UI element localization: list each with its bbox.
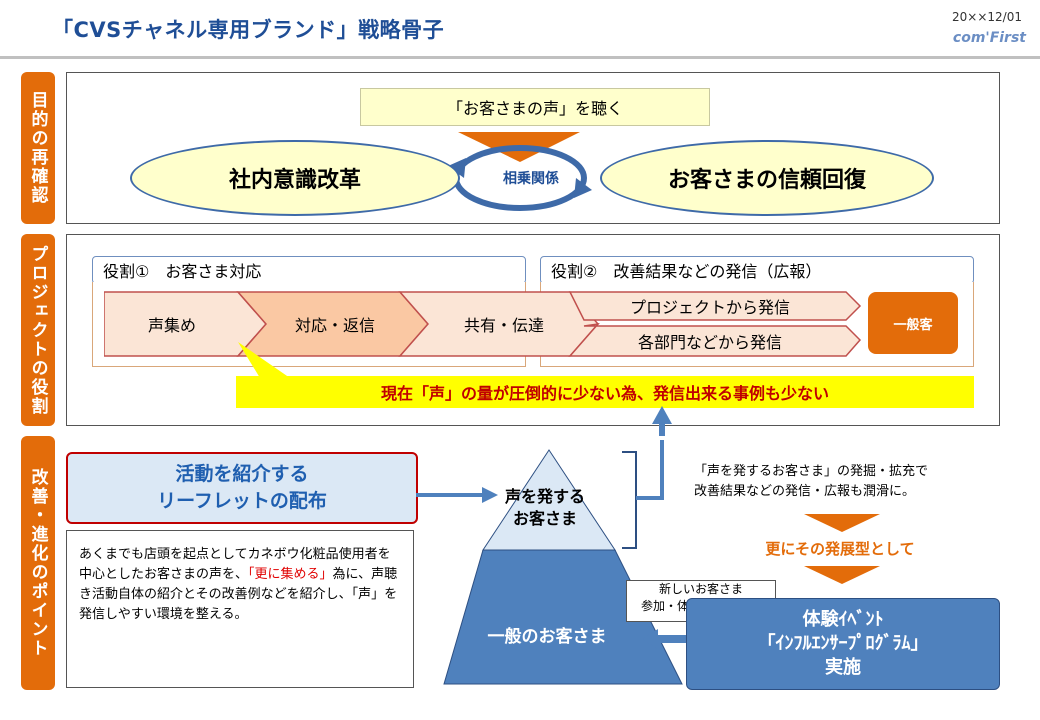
left-arrow-shaft: [656, 635, 688, 643]
up-arrow: [652, 406, 672, 436]
event-left-arrow: [642, 629, 688, 649]
pyramid-top-label: 声を発する お客さま: [470, 486, 620, 531]
role2-header: 役割② 改善結果などの発信（広報）: [540, 256, 974, 284]
description-text-b: 為に、声聴き活動自体の紹介とその改善例などを紹介し、「声」を発信しやすい環境を整…: [79, 567, 398, 623]
step-respond-label: 対応・返信: [294, 316, 375, 335]
experience-event-box: 体験ｲﾍﾞﾝﾄ 「ｲﾝﾌﾙｴﾝｻｰﾌﾟﾛｸﾞﾗﾑ」 実施: [686, 598, 1000, 690]
step-share-label: 共有・伝達: [463, 316, 544, 335]
up-arrow-icon: [652, 406, 672, 424]
ellipse-internal-reform: 社内意識改革: [130, 140, 460, 216]
role1-header: 役割① お客さま対応: [92, 256, 526, 284]
pyramid-top-label-line2: お客さま: [512, 509, 577, 529]
branch-department-shape: [568, 322, 862, 357]
synergy-label: 相乗関係: [503, 171, 559, 187]
pyramid-bracket: [622, 451, 637, 549]
event-line2: 「ｲﾝﾌﾙｴﾝｻｰﾌﾟﾛｸﾞﾗﾑ」: [757, 632, 929, 654]
discovery-note-line1: 「声を発するお客さま」の発掘・拡充で: [694, 464, 929, 479]
section-label-improvement: 改善・進化のポイント: [21, 436, 55, 690]
development-arrows: [804, 514, 880, 584]
page-title: 「CVSチャネル専用ブランド」戦略骨子: [52, 18, 445, 42]
pyramid-bottom-label: 一般のお客さま: [487, 627, 607, 647]
ellipse-trust-recovery: お客さまの信頼回復: [600, 140, 934, 216]
discovery-note: 「声を発するお客さま」の発掘・拡充で 改善結果などの発信・広報も潤滑に。: [694, 462, 1014, 501]
trust-recovery-label: お客さまの信頼回復: [667, 168, 866, 193]
new-customer-line1: 新しいお客さま: [658, 582, 743, 596]
general-customer-box: 一般客: [868, 292, 958, 354]
event-line1: 体験ｲﾍﾞﾝﾄ: [802, 608, 884, 630]
company-logo: com'First: [952, 30, 1026, 46]
branch-project-label: プロジェクトから発信: [629, 298, 790, 317]
process-flow: [104, 291, 862, 357]
pyramid-top-label-line1: 声を発する: [504, 487, 585, 506]
customer-pyramid: [416, 440, 683, 685]
down-arrow-icon-1: [804, 514, 880, 532]
down-arrow-icon-2: [804, 566, 880, 584]
event-line3: 実施: [825, 657, 861, 679]
up-arrow-shaft: [659, 422, 665, 436]
discovery-note-line2: 改善結果などの発信・広報も潤滑に。: [694, 483, 916, 499]
leaflet-box: 活動を紹介する リーフレットの配布: [66, 452, 418, 524]
listen-box: 「お客さまの声」を聴く: [360, 88, 710, 126]
leaflet-line1: 活動を紹介する: [175, 463, 309, 486]
internal-reform-label: 社内意識改革: [228, 168, 361, 193]
description-text-highlight: 「更に集める」: [248, 567, 333, 583]
section-label-purpose: 目的の再確認: [21, 72, 55, 224]
leaflet-arrow-icon: [482, 487, 498, 503]
cycle-arrowhead-left-icon: [448, 158, 466, 178]
banner-pointer: [238, 342, 290, 378]
cycle-arrowhead-right-icon: [574, 178, 592, 198]
section-label-project-role: プロジェクトの役割: [21, 234, 55, 426]
leaflet-line2: リーフレットの配布: [157, 490, 327, 512]
up-connector: [636, 440, 664, 500]
step-voice-label: 声集め: [147, 316, 196, 335]
branch-project-shape: [568, 291, 862, 321]
pyramid-bottom: [443, 549, 683, 685]
description-box: あくまでも店頭を起点としてカネボウ化粧品使用者を中心としたお客さまの声を、「更に…: [66, 530, 414, 688]
date-label: 20××12/01: [952, 10, 1022, 24]
description-text-a: あくまでも店頭を起点としてカネボウ化粧品使用者を中心としたお客さまの声を、: [79, 547, 391, 583]
development-label: 更にその発展型として: [765, 540, 915, 558]
shortage-banner: 現在「声」の量が圧倒的に少ない為、発信出来る事例も少ない: [236, 376, 974, 408]
branch-department-label: 各部門などから発信: [637, 333, 782, 352]
banner-pointer-shape: [238, 342, 290, 378]
header-divider: [0, 56, 1040, 59]
left-arrow-icon: [642, 629, 658, 649]
